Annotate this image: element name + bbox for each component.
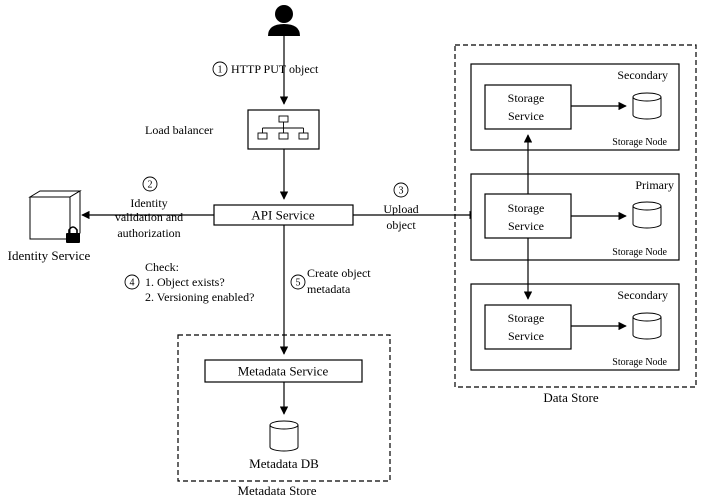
step-3-number: 3 (399, 186, 404, 197)
database-icon (269, 420, 299, 452)
database-icon (632, 312, 662, 340)
step-5-number: 5 (296, 278, 301, 289)
step-2-line-2: validation and (115, 210, 183, 224)
storage-service-label-2: Service (508, 109, 544, 123)
storage-service-label-2: Service (508, 219, 544, 233)
metadata-store-container (177, 334, 391, 482)
node-role-label: Primary (635, 178, 674, 192)
storage-node-secondary-top: Secondary Storage Service Storage Node (470, 63, 680, 151)
step-2-label: 2 Identity validation and authorization (115, 176, 183, 240)
storage-node-primary: Primary Storage Service Storage Node (470, 173, 680, 261)
data-store-container (454, 44, 697, 388)
step-1-text: HTTP PUT object (231, 62, 319, 76)
step-2-line-3: authorization (117, 226, 180, 240)
node-role-label: Secondary (617, 68, 668, 82)
user-icon (268, 5, 300, 36)
data-store-label: Data Store (543, 390, 598, 405)
storage-node-label: Storage Node (612, 247, 667, 258)
storage-service-label-1: Storage (508, 201, 545, 215)
identity-service-icon (28, 190, 82, 240)
node-role-label: Secondary (617, 288, 668, 302)
lock-icon (66, 226, 80, 243)
api-service-label: API Service (251, 208, 314, 223)
step-1-number: 1 (218, 65, 223, 76)
metadata-service-label: Metadata Service (238, 364, 329, 379)
database-icon (632, 201, 662, 229)
metadata-db-label: Metadata DB (249, 456, 319, 471)
step-1-label: 1 HTTP PUT object (212, 61, 319, 77)
step-4-label: Check: 4 1. Object exists? 2. Versioning… (124, 260, 254, 304)
storage-service-box[interactable] (484, 304, 572, 350)
storage-service-label-1: Storage (508, 91, 545, 105)
storage-node-label: Storage Node (612, 137, 667, 148)
metadata-store-label: Metadata Store (237, 483, 316, 498)
identity-service-label: Identity Service (8, 248, 91, 263)
storage-node-label: Storage Node (612, 357, 667, 368)
step-3-label: 3 Upload object (383, 182, 419, 232)
step-3-line-1: Upload (383, 202, 418, 216)
database-icon (632, 92, 662, 120)
step-2-line-1: Identity (130, 196, 167, 210)
step-4-line-2: 2. Versioning enabled? (145, 290, 254, 304)
step-5-line-1: Create object (307, 266, 371, 280)
hierarchy-icon (257, 115, 309, 140)
step-4-number: 4 (130, 278, 135, 289)
step-4-line-1: 1. Object exists? (145, 275, 225, 289)
step-2-number: 2 (148, 180, 153, 191)
storage-service-label-1: Storage (508, 311, 545, 325)
step-5-line-2: metadata (307, 282, 351, 296)
step-3-line-2: object (386, 218, 416, 232)
storage-service-box[interactable] (484, 84, 572, 130)
load-balancer-label: Load balancer (145, 123, 213, 137)
step-5-label: 5 Create object metadata (290, 266, 371, 296)
storage-service-label-2: Service (508, 329, 544, 343)
step-4-heading: Check: (145, 260, 179, 274)
storage-node-secondary-bottom: Secondary Storage Service Storage Node (470, 283, 680, 371)
